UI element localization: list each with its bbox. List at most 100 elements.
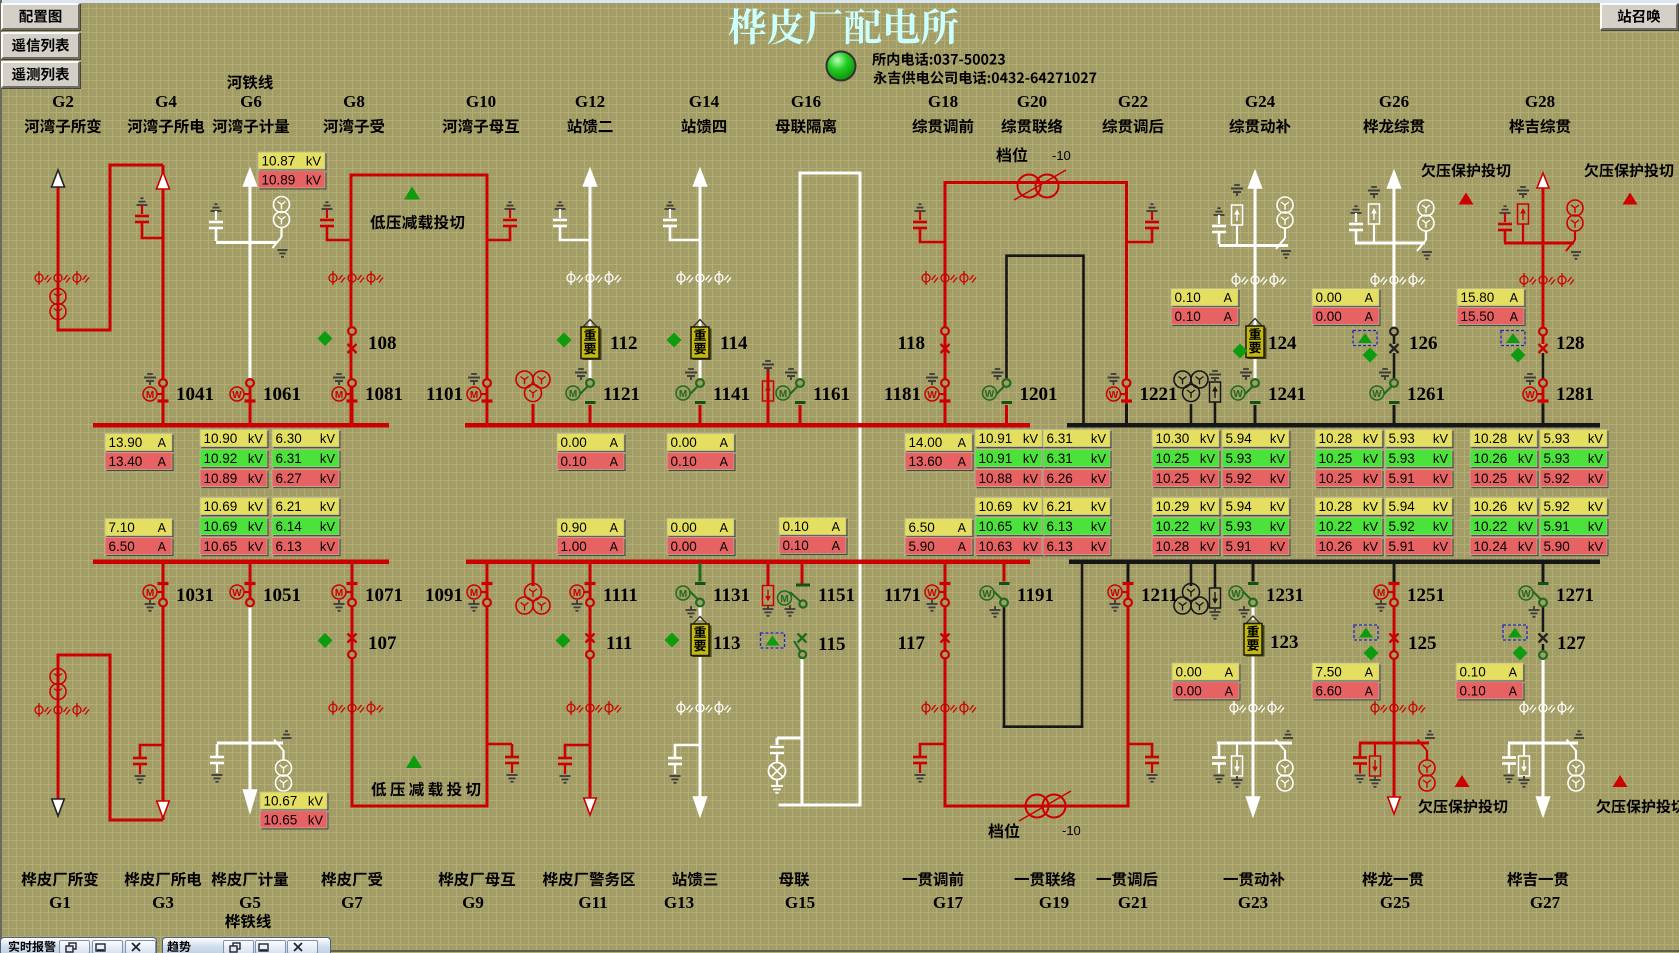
svg-text:G7: G7 bbox=[341, 893, 363, 912]
svg-text:10.90: 10.90 bbox=[204, 431, 238, 446]
svg-text:10.88: 10.88 bbox=[979, 471, 1013, 486]
svg-text:5.90: 5.90 bbox=[1544, 539, 1570, 554]
svg-text:1181: 1181 bbox=[884, 384, 921, 405]
svg-text:G27: G27 bbox=[1530, 893, 1561, 912]
svg-text:5.93: 5.93 bbox=[1544, 451, 1570, 466]
svg-text:A: A bbox=[610, 455, 619, 469]
svg-text:A: A bbox=[1365, 291, 1374, 305]
svg-text:kV: kV bbox=[1363, 519, 1379, 534]
svg-text:M: M bbox=[573, 588, 581, 599]
svg-text:13.90: 13.90 bbox=[109, 435, 143, 450]
svg-text:0.00: 0.00 bbox=[1316, 309, 1342, 324]
svg-text:A: A bbox=[720, 540, 729, 554]
svg-text:G2: G2 bbox=[52, 92, 74, 111]
svg-text:kV: kV bbox=[308, 794, 324, 809]
svg-text:A: A bbox=[720, 436, 729, 450]
svg-text:0.10: 0.10 bbox=[1460, 665, 1486, 680]
svg-text:10.26: 10.26 bbox=[1319, 539, 1353, 554]
svg-text:kV: kV bbox=[1433, 499, 1449, 514]
svg-text:6.31: 6.31 bbox=[1047, 451, 1073, 466]
svg-text:W: W bbox=[982, 589, 992, 600]
svg-text:W: W bbox=[985, 389, 995, 400]
svg-text:114: 114 bbox=[720, 333, 748, 354]
svg-text:0.00: 0.00 bbox=[1316, 290, 1342, 305]
svg-text:kV: kV bbox=[1091, 519, 1107, 534]
svg-text:6.13: 6.13 bbox=[1047, 539, 1073, 554]
svg-text:kV: kV bbox=[1363, 451, 1379, 466]
svg-text:128: 128 bbox=[1556, 333, 1585, 354]
svg-text:0.00: 0.00 bbox=[671, 539, 697, 554]
svg-text:1121: 1121 bbox=[603, 384, 640, 405]
svg-text:kV: kV bbox=[1091, 451, 1107, 466]
svg-text:M: M bbox=[679, 389, 687, 400]
svg-text:kV: kV bbox=[306, 172, 322, 187]
svg-text:kV: kV bbox=[1200, 539, 1216, 554]
svg-text:kV: kV bbox=[1588, 471, 1604, 486]
svg-text:127: 127 bbox=[1557, 633, 1586, 654]
svg-text:125: 125 bbox=[1408, 633, 1437, 654]
svg-text:kV: kV bbox=[1091, 471, 1107, 486]
svg-text:kV: kV bbox=[1363, 499, 1379, 514]
svg-text:15.50: 15.50 bbox=[1461, 309, 1495, 324]
svg-text:M: M bbox=[780, 594, 788, 605]
svg-text:10.89: 10.89 bbox=[262, 172, 296, 187]
svg-text:G6: G6 bbox=[240, 92, 262, 111]
svg-text:1031: 1031 bbox=[176, 585, 214, 606]
svg-text:kV: kV bbox=[1023, 519, 1039, 534]
svg-text:A: A bbox=[158, 540, 167, 554]
svg-text:6.31: 6.31 bbox=[1047, 431, 1073, 446]
svg-text:1071: 1071 bbox=[365, 585, 403, 606]
svg-text:6.27: 6.27 bbox=[276, 471, 302, 486]
svg-text:5.91: 5.91 bbox=[1544, 519, 1570, 534]
svg-text:1.00: 1.00 bbox=[561, 539, 587, 554]
svg-text:W: W bbox=[1372, 389, 1382, 400]
svg-text:G22: G22 bbox=[1118, 92, 1148, 111]
svg-text:1261: 1261 bbox=[1407, 384, 1445, 405]
svg-text:G15: G15 bbox=[785, 893, 815, 912]
svg-text:G12: G12 bbox=[575, 92, 605, 111]
svg-text:kV: kV bbox=[1363, 471, 1379, 486]
svg-text:6.50: 6.50 bbox=[909, 520, 935, 535]
svg-text:10.28: 10.28 bbox=[1156, 539, 1190, 554]
svg-text:5.91: 5.91 bbox=[1226, 539, 1252, 554]
svg-text:kV: kV bbox=[1270, 519, 1286, 534]
svg-text:10.69: 10.69 bbox=[979, 499, 1013, 514]
svg-text:kV: kV bbox=[320, 431, 336, 446]
svg-text:10.22: 10.22 bbox=[1319, 519, 1353, 534]
svg-text:10.25: 10.25 bbox=[1474, 471, 1508, 486]
svg-text:kV: kV bbox=[248, 539, 264, 554]
svg-text:M: M bbox=[779, 389, 787, 400]
svg-text:kV: kV bbox=[248, 451, 264, 466]
svg-text:1211: 1211 bbox=[1141, 585, 1178, 606]
svg-text:A: A bbox=[720, 455, 729, 469]
svg-text:kV: kV bbox=[1200, 431, 1216, 446]
svg-text:5.93: 5.93 bbox=[1389, 431, 1415, 446]
svg-text:G20: G20 bbox=[1017, 92, 1047, 111]
svg-text:10.25: 10.25 bbox=[1156, 451, 1190, 466]
svg-text:10.26: 10.26 bbox=[1474, 499, 1508, 514]
svg-text:A: A bbox=[958, 521, 967, 535]
svg-text:kV: kV bbox=[1518, 499, 1534, 514]
svg-text:1201: 1201 bbox=[1020, 384, 1058, 405]
svg-text:G23: G23 bbox=[1238, 893, 1268, 912]
svg-text:G14: G14 bbox=[689, 92, 720, 111]
svg-text:115: 115 bbox=[818, 634, 845, 655]
svg-text:kV: kV bbox=[1091, 539, 1107, 554]
svg-text:A: A bbox=[1509, 666, 1518, 680]
svg-text:0.00: 0.00 bbox=[671, 435, 697, 450]
svg-text:5.92: 5.92 bbox=[1389, 519, 1415, 534]
svg-text:1131: 1131 bbox=[713, 585, 750, 606]
svg-text:5.91: 5.91 bbox=[1389, 539, 1415, 554]
svg-text:10.22: 10.22 bbox=[1156, 519, 1190, 534]
svg-text:kV: kV bbox=[1433, 451, 1449, 466]
svg-text:10.87: 10.87 bbox=[262, 154, 296, 169]
svg-text:kV: kV bbox=[248, 431, 264, 446]
svg-text:kV: kV bbox=[1270, 471, 1286, 486]
svg-text:1051: 1051 bbox=[263, 585, 301, 606]
svg-text:G16: G16 bbox=[791, 92, 821, 111]
svg-text:-10: -10 bbox=[1052, 148, 1071, 163]
svg-text:G25: G25 bbox=[1380, 893, 1410, 912]
svg-text:kV: kV bbox=[1588, 539, 1604, 554]
svg-text:123: 123 bbox=[1270, 632, 1299, 653]
svg-text:13.40: 13.40 bbox=[109, 454, 143, 469]
